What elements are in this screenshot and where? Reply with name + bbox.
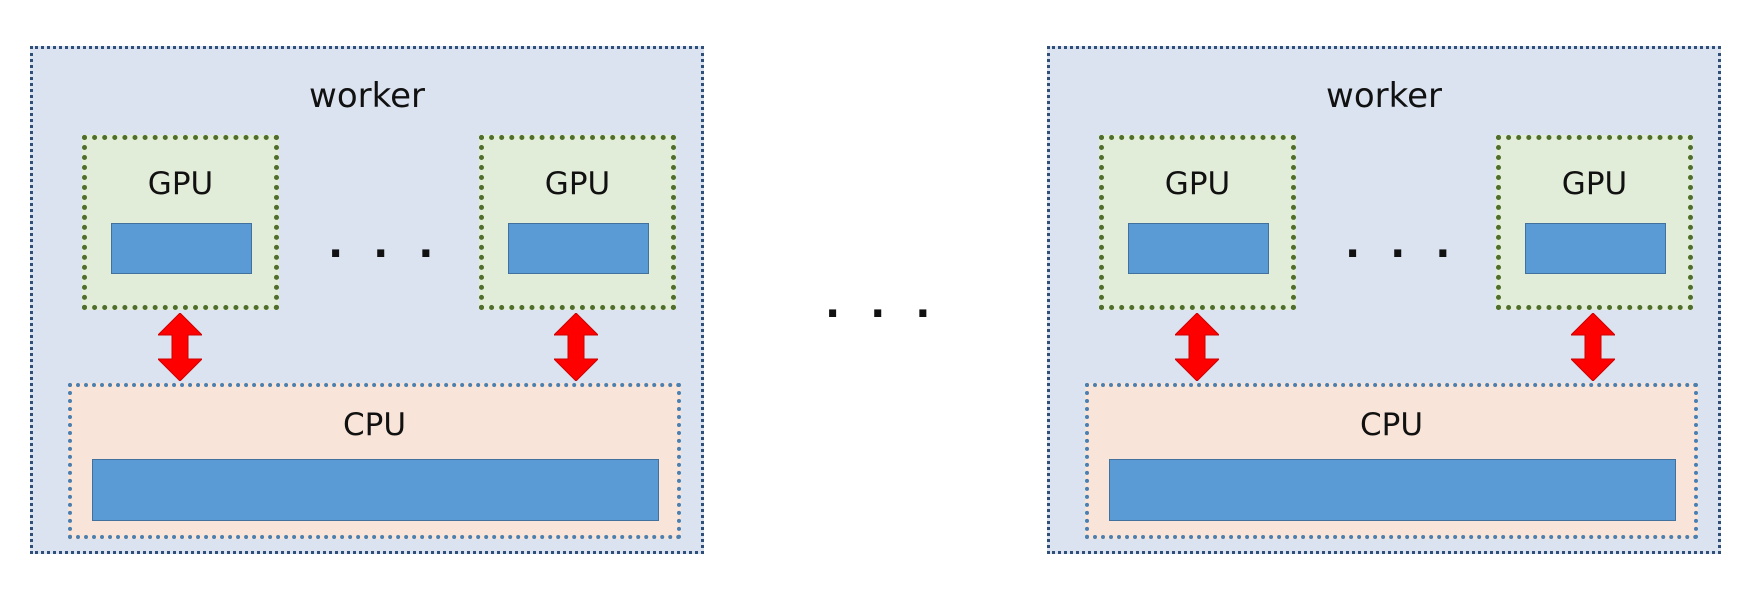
gpu-label: GPU <box>1164 166 1231 202</box>
gpu-label: GPU <box>1561 166 1628 202</box>
worker-ellipsis: · · · <box>825 291 939 337</box>
cpu-memory-block <box>92 459 659 521</box>
double-headed-vertical-arrow-icon <box>158 313 202 381</box>
gpu-memory-block <box>508 223 649 274</box>
gpu-box: GPU <box>82 135 279 310</box>
gpu-box: GPU <box>1099 135 1296 310</box>
double-headed-vertical-arrow-icon <box>1571 313 1615 381</box>
double-headed-vertical-arrow-icon <box>1175 313 1219 381</box>
gpu-memory-block <box>111 223 252 274</box>
gpu-label: GPU <box>147 166 214 202</box>
gpu-box: GPU <box>1496 135 1693 310</box>
gpu-memory-block <box>1128 223 1269 274</box>
worker-title: worker <box>1326 76 1442 116</box>
cpu-memory-block <box>1109 459 1676 521</box>
cpu-label: CPU <box>1359 407 1424 443</box>
cpu-box: CPU <box>68 383 681 539</box>
gpu-ellipsis: · · · <box>1345 231 1459 277</box>
cpu-label: CPU <box>342 407 407 443</box>
gpu-ellipsis: · · · <box>328 231 442 277</box>
worker-title: worker <box>309 76 425 116</box>
worker-box-1: worker GPU · · · GPU CPU <box>30 46 704 554</box>
double-headed-vertical-arrow-icon <box>554 313 598 381</box>
cpu-box: CPU <box>1085 383 1698 539</box>
gpu-box: GPU <box>479 135 676 310</box>
worker-box-2: worker GPU · · · GPU CPU <box>1047 46 1721 554</box>
gpu-memory-block <box>1525 223 1666 274</box>
gpu-label: GPU <box>544 166 611 202</box>
